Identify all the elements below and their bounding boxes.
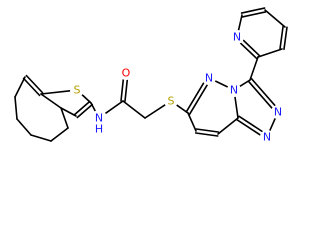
bond-n3-c15 bbox=[234, 96, 239, 119]
bond-c18-n6-a bbox=[242, 39, 261, 57]
bond-c1-c8-a bbox=[22, 77, 41, 97]
bond-c6-c7 bbox=[60, 107, 69, 129]
bond-c21-c22-a bbox=[279, 25, 284, 50]
atom-label-n-pyridazine-2: N bbox=[230, 84, 238, 97]
bond-c14-n4-a bbox=[247, 80, 273, 109]
bond-c20-c21 bbox=[264, 9, 286, 28]
bond-c18-n6-b bbox=[239, 42, 258, 60]
bond-c21-c22-b bbox=[283, 26, 288, 51]
bond-c19-c20-b bbox=[240, 7, 266, 14]
atom-n-amide: N H bbox=[91, 110, 107, 136]
bond-c14-c18 bbox=[249, 56, 259, 81]
bond-c16-c17-b bbox=[194, 132, 219, 137]
bond-c2-c3 bbox=[14, 96, 18, 120]
bond-c13-n2-b bbox=[185, 82, 205, 113]
bond-c15-c16 bbox=[217, 117, 239, 135]
bond-c10-c9-a bbox=[73, 100, 91, 116]
atom-label-s-thiophene: S bbox=[74, 84, 81, 97]
bond-c16-c17-a bbox=[195, 128, 220, 133]
atom-n-pyridazine-2: N bbox=[227, 83, 241, 97]
bond-c11-c12 bbox=[122, 100, 146, 119]
bond-c4-c5 bbox=[30, 134, 52, 142]
bond-c19-c20-a bbox=[241, 11, 267, 18]
bond-c3-c4 bbox=[16, 118, 32, 136]
bond-n5-c15-b bbox=[236, 118, 261, 136]
bond-c5-c6 bbox=[50, 127, 69, 142]
bond-n1-c11 bbox=[103, 100, 124, 115]
bond-n5-c15-a bbox=[238, 115, 264, 133]
bond-c1-c8-b bbox=[25, 74, 44, 94]
atom-label-n-pyridine: N bbox=[233, 31, 241, 44]
bond-c13-n2-a bbox=[188, 84, 208, 115]
atom-label-layer: S N H O S N N bbox=[70, 30, 285, 144]
bond-c12-s2 bbox=[144, 104, 166, 119]
bond-c17-c13 bbox=[187, 112, 197, 132]
atom-n-pyridazine-1: N bbox=[202, 71, 216, 85]
atom-label-s-thioether: S bbox=[168, 95, 175, 108]
atom-label-n-amide: N bbox=[95, 112, 103, 125]
bond-c8-s1 bbox=[40, 89, 71, 95]
atom-o-carbonyl: O bbox=[119, 66, 133, 80]
bond-c9-c7 bbox=[60, 107, 77, 117]
bond-n6-c19 bbox=[237, 14, 243, 31]
atom-n-triazole-2: N bbox=[260, 130, 274, 144]
atom-label-o-carbonyl: O bbox=[122, 67, 131, 80]
molecule-diagram: S N H O S N N bbox=[14, 7, 288, 144]
bond-n2-n3 bbox=[214, 80, 229, 88]
atom-label-n-pyridazine-1: N bbox=[205, 72, 213, 85]
bond-c7-c8 bbox=[40, 93, 62, 109]
atom-n-triazole-1: N bbox=[271, 105, 285, 119]
atom-label-h-amide: H bbox=[95, 123, 103, 136]
bond-c14-n4-b bbox=[250, 77, 276, 107]
atom-label-n-triazole-1: N bbox=[274, 106, 282, 119]
bond-c11-o1-b bbox=[120, 78, 125, 102]
atom-n-pyridine: N bbox=[230, 30, 244, 44]
atom-s-thiophene: S bbox=[70, 83, 84, 97]
bond-layer bbox=[14, 7, 288, 142]
bond-c10-n1 bbox=[90, 102, 97, 113]
atom-label-n-triazole-2: N bbox=[263, 131, 271, 144]
atom-s-thioether: S bbox=[164, 94, 178, 108]
bond-n4-n5 bbox=[269, 117, 276, 132]
bond-c11-o1-a bbox=[124, 79, 129, 103]
bond-c10-c9-b bbox=[76, 103, 94, 119]
molecule-structure: S N H O S N N bbox=[14, 7, 288, 144]
bond-c1-c2 bbox=[14, 76, 26, 98]
bond-c22-c18 bbox=[257, 48, 283, 58]
